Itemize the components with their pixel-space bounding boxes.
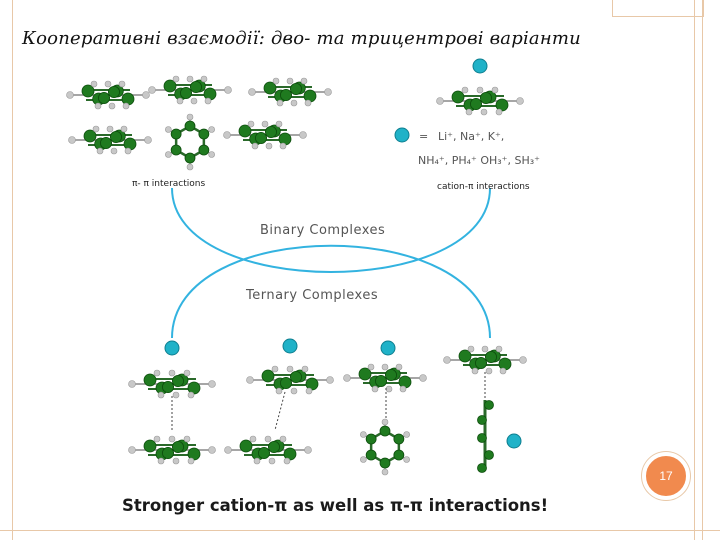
binary-arc xyxy=(171,187,491,273)
footer-caption: Stronger cation-π as well as π-π interac… xyxy=(122,496,549,515)
legend-equals: = xyxy=(419,130,428,143)
cation-legend-icon xyxy=(394,127,410,143)
cation-pi-label: cation-π interactions xyxy=(437,182,530,192)
frame-line-left xyxy=(12,0,13,540)
frame-top-box xyxy=(612,0,704,17)
frame-line-bottom xyxy=(0,530,720,531)
pi-pi-label: π- π interactions xyxy=(132,179,205,189)
page-number-badge: 17 xyxy=(642,452,690,500)
legend-ions-line2: NH₄⁺, PH₄⁺ OH₃⁺, SH₃⁺ xyxy=(418,154,540,167)
molecule-drawings xyxy=(66,58,527,476)
ternary-complexes-label: Ternary Complexes xyxy=(245,288,378,303)
frame-line-right xyxy=(694,0,695,540)
ternary-arc xyxy=(171,244,491,339)
binary-complexes-label: Binary Complexes xyxy=(260,223,385,238)
frame-line-right-inner xyxy=(702,0,703,540)
legend-ions-line1: Li⁺, Na⁺, K⁺, xyxy=(438,130,504,143)
slide-title: Кооперативні взаємодії: дво- та трицентр… xyxy=(22,28,581,49)
